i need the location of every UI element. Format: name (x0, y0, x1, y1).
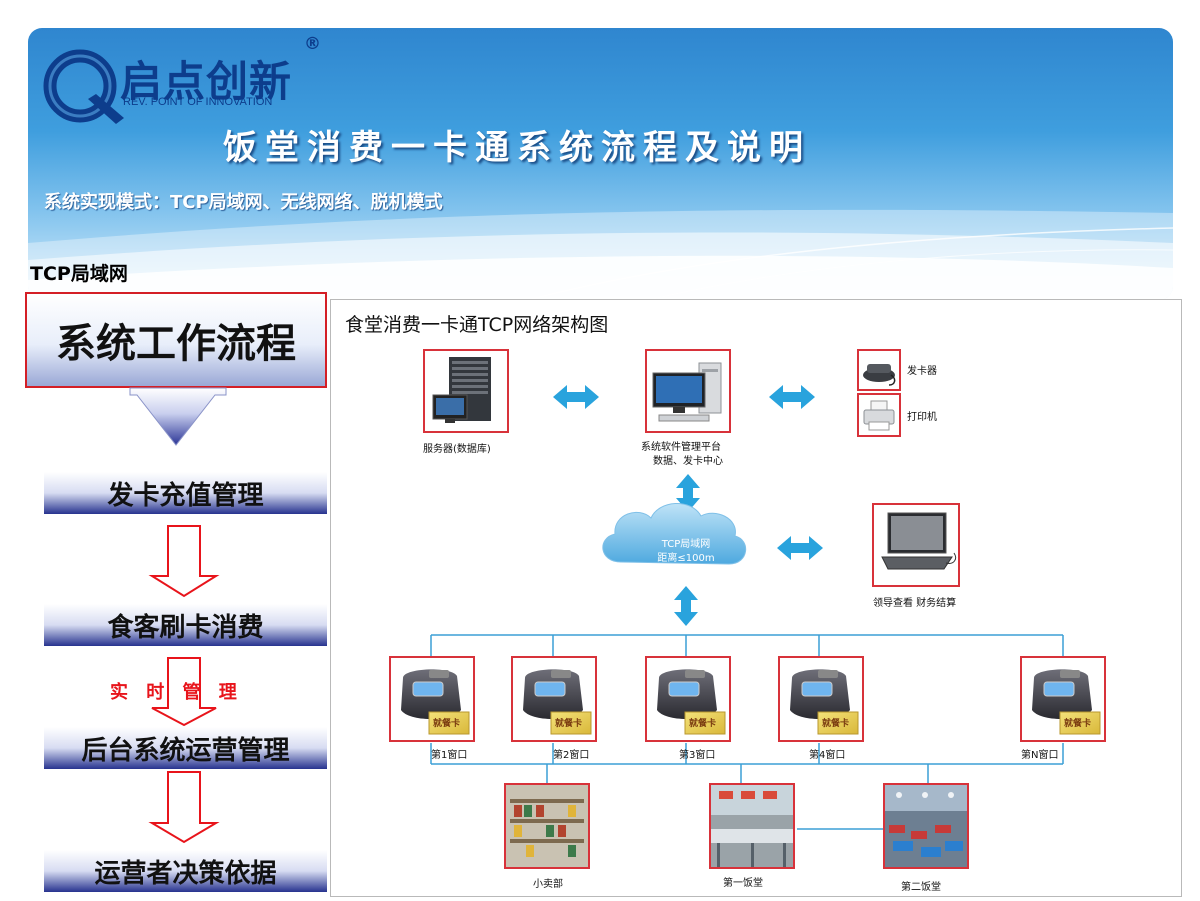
canteen-hall-photo-icon (885, 785, 967, 867)
venue-label-canteen-2: 第二饭堂 (901, 882, 941, 893)
server-label: 服务器(数据库) (423, 444, 491, 455)
laptop-label: 领导查看 财务结算 (873, 598, 957, 609)
window-terminal-2: 就餐卡 (511, 656, 597, 742)
cloud-label-line1: TCP局域网 (661, 539, 711, 550)
pos-terminal-icon: 就餐卡 (657, 669, 726, 735)
tcp-lan-cloud-icon (602, 503, 746, 565)
card-text: 就餐卡 (1064, 717, 1091, 729)
window-label-2: 第2窗口 (553, 750, 590, 761)
venue-label-kiosk: 小卖部 (533, 879, 563, 890)
double-arrow-icon (674, 586, 698, 626)
printer-icon (863, 400, 895, 431)
window-terminal-1: 就餐卡 (389, 656, 475, 742)
tcp-lan-cloud-label: TCP局域网 距离≤100m (631, 538, 741, 566)
section-label: TCP局域网 (30, 263, 128, 285)
diagram-title: 食堂消费一卡通TCP网络架构图 (345, 314, 609, 336)
pos-terminal-icon: 就餐卡 (401, 669, 470, 735)
leader-laptop-node (872, 503, 960, 587)
printer-node (857, 393, 901, 437)
network-architecture-diagram: 食堂消费一卡通TCP网络架构图 (330, 299, 1182, 897)
laptop-icon (881, 512, 957, 570)
down-arrow-icon (151, 657, 217, 727)
card-reader-icon (863, 364, 896, 386)
card-issuer-label: 发卡器 (907, 366, 937, 377)
card-text: 就餐卡 (822, 717, 849, 729)
workflow-step-backend-operation: 后台系统运营管理 (44, 727, 327, 769)
server-node (423, 349, 509, 433)
down-arrow-icon (148, 525, 220, 598)
pos-terminal-icon: 就餐卡 (523, 669, 592, 735)
window-terminal-3: 就餐卡 (645, 656, 731, 742)
workflow-step-card-swipe: 食客刷卡消费 (44, 604, 327, 646)
card-text: 就餐卡 (689, 717, 716, 729)
big-down-arrow-icon (129, 387, 227, 446)
venue-canteen-2-node (883, 783, 969, 869)
printer-label: 打印机 (907, 412, 937, 423)
window-label-n: 第N窗口 (1021, 750, 1059, 761)
registered-mark: ® (304, 34, 321, 54)
workflow-arrows (129, 387, 227, 844)
window-label-4: 第4窗口 (809, 750, 846, 761)
pos-terminal-icon: 就餐卡 (790, 669, 859, 735)
workflow-step-decision-basis: 运营者决策依据 (44, 850, 327, 892)
venue-label-canteen-1: 第一饭堂 (723, 878, 763, 889)
down-arrow-icon (148, 771, 220, 844)
brand-logo-icon (43, 49, 124, 124)
workflow-step-card-recharge: 发卡充值管理 (44, 472, 327, 514)
card-text: 就餐卡 (555, 717, 582, 729)
canteen-photo-icon (711, 785, 793, 867)
window-terminal-n: 就餐卡 (1020, 656, 1106, 742)
desktop-computer-icon (652, 362, 722, 422)
management-platform-node (645, 349, 731, 433)
double-arrow-icon (769, 385, 815, 409)
double-arrow-icon (676, 474, 700, 512)
card-text: 就餐卡 (433, 717, 460, 729)
workflow-title: 系统工作流程 (25, 292, 327, 388)
pos-terminal-icon: 就餐卡 (1032, 669, 1101, 735)
server-icon (432, 357, 491, 423)
banner-waves (28, 209, 1173, 300)
window-terminal-4: 就餐卡 (778, 656, 864, 742)
header-banner: 启点创新 ® REV. POINT OF INNOVATION 饭堂消费一卡通系… (28, 28, 1173, 300)
network-bus-lines (430, 634, 1064, 830)
platform-label-line1: 系统软件管理平台 (641, 442, 721, 453)
double-arrow-icon (553, 385, 599, 409)
platform-label-line2: 数据、发卡中心 (653, 456, 723, 467)
realtime-management-label: 实 时 管 理 (110, 682, 243, 703)
diagram-canvas (430, 385, 1064, 830)
venue-kiosk-node (504, 783, 590, 869)
page-subtitle: 系统实现模式：TCP局域网、无线网络、脱机模式 (44, 192, 443, 213)
cloud-label-line2: 距离≤100m (657, 553, 715, 564)
window-label-3: 第3窗口 (679, 750, 716, 761)
card-issuer-node (857, 349, 901, 391)
venue-canteen-1-node (709, 783, 795, 869)
window-label-1: 第1窗口 (431, 750, 468, 761)
page-title: 饭堂消费一卡通系统流程及说明 (223, 128, 811, 168)
kiosk-photo-icon (506, 785, 588, 867)
brand-name: 启点创新 (120, 57, 293, 106)
brand-subtitle: REV. POINT OF INNOVATION (123, 96, 273, 108)
double-arrow-icon (777, 536, 823, 560)
